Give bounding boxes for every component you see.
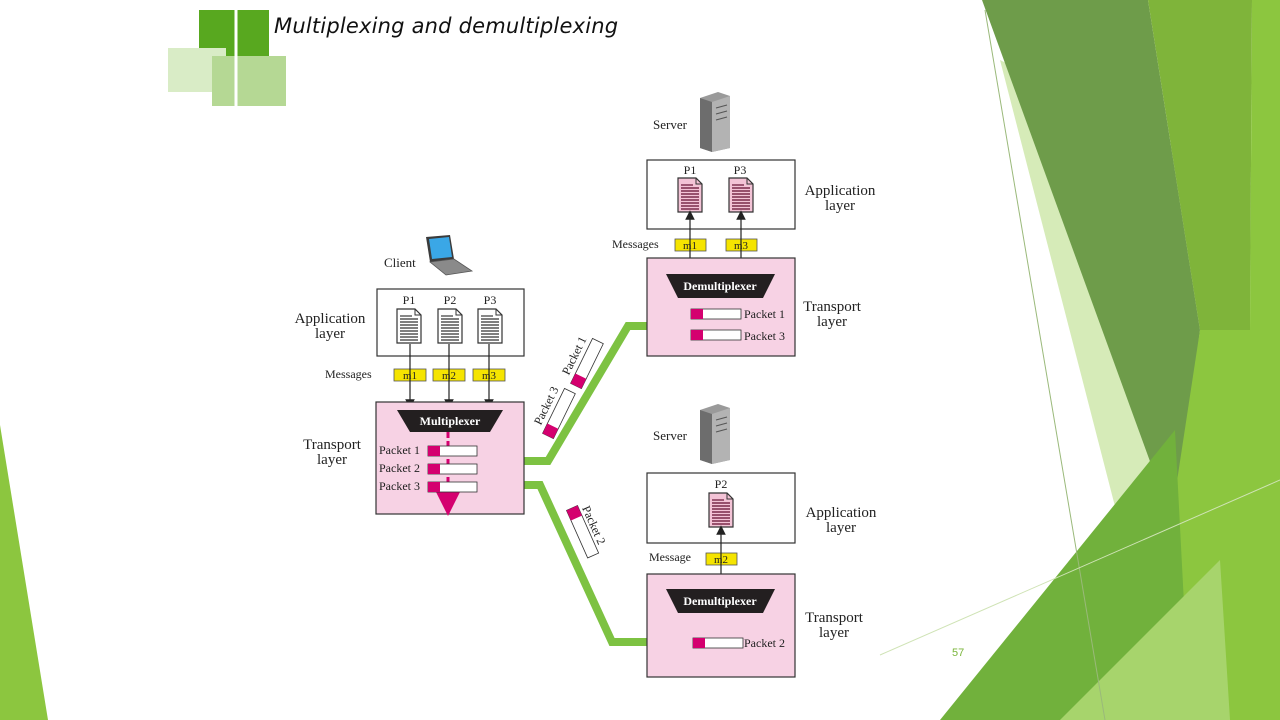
top-server-label: Server [653,117,688,132]
left-green-wedge [0,425,48,720]
title-square-mid [212,56,286,106]
bottom-demultiplexer-shape [666,589,775,613]
bottom-app-layer-label: Application [806,505,877,521]
top-app-layer-label: Application [805,183,876,199]
client-packet-2-label: Packet 2 [379,461,420,475]
top-p3-document-icon [728,177,754,213]
bottom-server-label: Server [653,428,688,443]
right-facet-bottom-light [1060,560,1230,720]
bottom-server-icon [699,404,730,464]
client-packet-3 [427,481,478,493]
right-facet-bottom [940,430,1190,720]
right-facet-dark [982,0,1200,530]
bottom-packet-2 [692,637,744,649]
top-demultiplexer-shape [666,274,775,298]
link-to-bottom-server [524,481,650,646]
bottom-message-label: Message [649,550,691,564]
top-application-layer-box [646,159,796,230]
slide-title: Multiplexing and demultiplexing [274,14,619,38]
client-packet-1 [427,445,478,457]
link-to-top-server [524,322,650,465]
multiplexer-label: Multiplexer [420,414,481,428]
bottom-p2-document-icon [708,492,734,528]
client-process-p2: P2 [444,293,457,307]
client-transport-label-2: layer [317,452,347,468]
client-app-layer-label: Application [295,311,366,327]
client-packet-2 [427,463,478,475]
top-process-p1: P1 [684,163,697,177]
client-transport-label: Transport [303,437,362,453]
bottom-app-layer-label-2: layer [826,520,856,536]
multiplexer-shape [397,410,503,432]
client-p1-document-icon [396,308,422,344]
client-packet-3-label: Packet 3 [379,479,420,493]
top-packet-1-label: Packet 1 [744,307,785,321]
client-laptop-icon [426,235,474,276]
right-facet-bright [1165,0,1280,720]
right-thin-line [984,9,1106,720]
top-packet-1 [690,308,742,320]
client-packet-1-label: Packet 1 [379,443,420,457]
bottom-demultiplexer-label: Demultiplexer [683,594,757,608]
client-messages-label: Messages [325,367,372,381]
top-packet-3 [690,329,742,341]
bottom-packet-2-label: Packet 2 [744,636,785,650]
top-p1-document-icon [677,177,703,213]
top-messages-label: Messages [612,237,659,251]
top-app-layer-label-2: layer [825,198,855,214]
client-app-layer-label-2: layer [315,326,345,342]
top-transport-label-2: layer [817,314,847,330]
client-process-p1: P1 [403,293,416,307]
top-process-p3: P3 [734,163,747,177]
client-label: Client [384,255,416,270]
bottom-transport-label: Transport [805,610,864,626]
client-process-p3: P3 [484,293,497,307]
top-server-icon [699,92,730,152]
client-p2-document-icon [437,308,463,344]
client-p3-document-icon [477,308,503,344]
right-facet-mid [1148,0,1252,330]
top-transport-label: Transport [803,299,862,315]
bottom-process-p2: P2 [715,477,728,491]
page-number: 57 [952,647,965,659]
top-demultiplexer-label: Demultiplexer [683,279,757,293]
bottom-thin-line [879,479,1280,656]
bottom-transport-label-2: layer [819,625,849,641]
top-packet-3-label: Packet 3 [744,329,785,343]
